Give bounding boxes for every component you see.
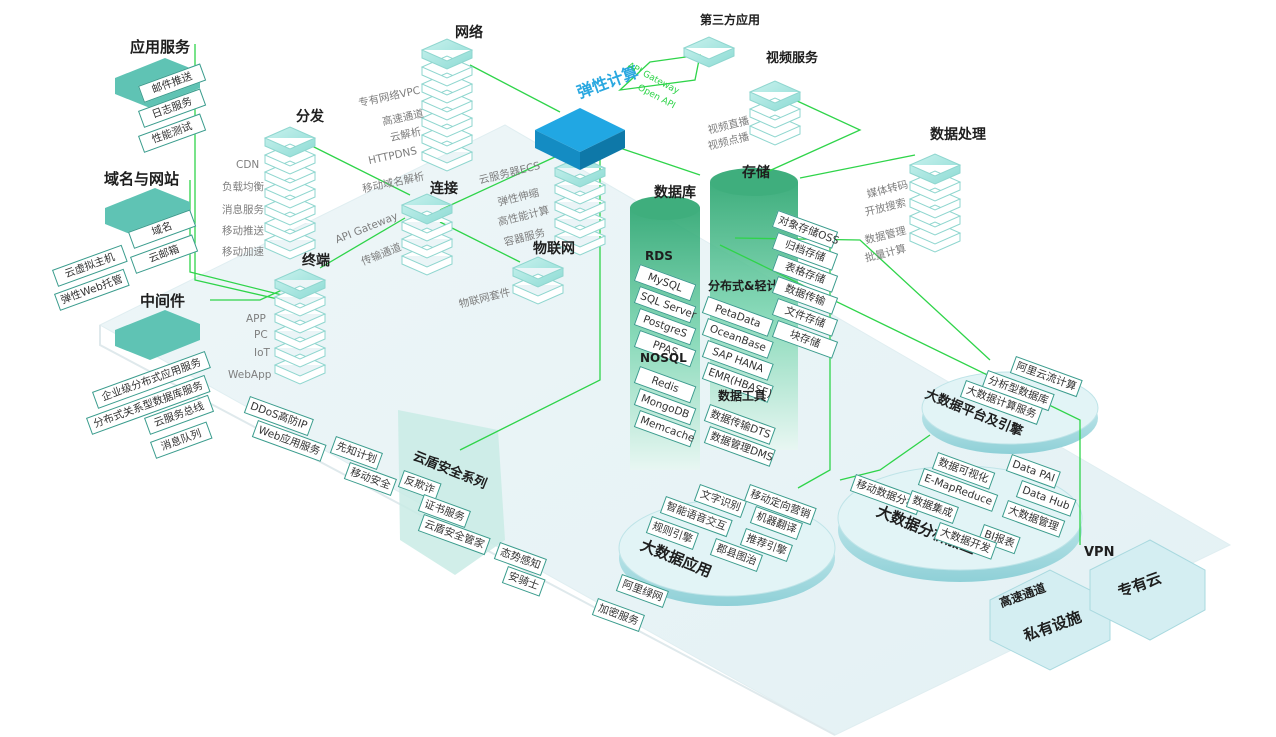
third-party-title: 第三方应用 — [700, 13, 761, 27]
distribution-item: CDN — [236, 159, 260, 171]
distribution-stack — [263, 126, 317, 260]
nosql-title: NOSQL — [640, 351, 687, 365]
elastic-cube — [535, 108, 625, 170]
middleware-title: 中间件 — [140, 292, 186, 310]
distribution-item: 消息服务 — [222, 204, 264, 216]
storage-title: 存储 — [742, 165, 770, 181]
terminal-title: 终端 — [302, 253, 330, 269]
connect-title: 连接 — [430, 181, 458, 197]
private-facility-block — [989, 569, 1111, 671]
data-processing-stack — [908, 153, 962, 253]
iot-stack — [511, 256, 565, 305]
connect-stack — [400, 193, 454, 276]
tools-title: 数据工具 — [718, 389, 767, 403]
terminal-item: WebApp — [228, 369, 272, 381]
data-processing-title: 数据处理 — [930, 127, 986, 143]
video-title: 视频服务 — [766, 51, 819, 66]
middleware-header — [115, 310, 200, 360]
rds-title: RDS — [645, 249, 673, 263]
app-services-title: 应用服务 — [130, 38, 191, 56]
network-stack — [420, 38, 474, 172]
terminal-item: IoT — [254, 347, 270, 359]
distribution-title: 分发 — [296, 109, 324, 125]
terminal-stack — [273, 268, 327, 385]
distribution-item: 移动加速 — [222, 246, 264, 258]
dedicated-cloud-block — [1089, 539, 1206, 641]
vpn-label: VPN — [1084, 545, 1115, 560]
service-stacks — [263, 36, 962, 385]
domain-site-title: 域名与网站 — [104, 170, 180, 188]
elastic-stack — [553, 156, 607, 256]
distributed-title: 分布式&轻计算 — [708, 279, 791, 293]
iot-title: 物联网 — [533, 241, 575, 257]
distribution-item: 移动推送 — [222, 225, 264, 237]
network-title: 网络 — [455, 25, 483, 41]
terminal-item: APP — [246, 313, 266, 325]
terminal-item: PC — [254, 329, 268, 341]
third-party-stack — [682, 36, 736, 68]
video-stack — [748, 80, 802, 146]
distribution-item: 负载均衡 — [222, 181, 264, 193]
database-title: 数据库 — [654, 185, 696, 201]
